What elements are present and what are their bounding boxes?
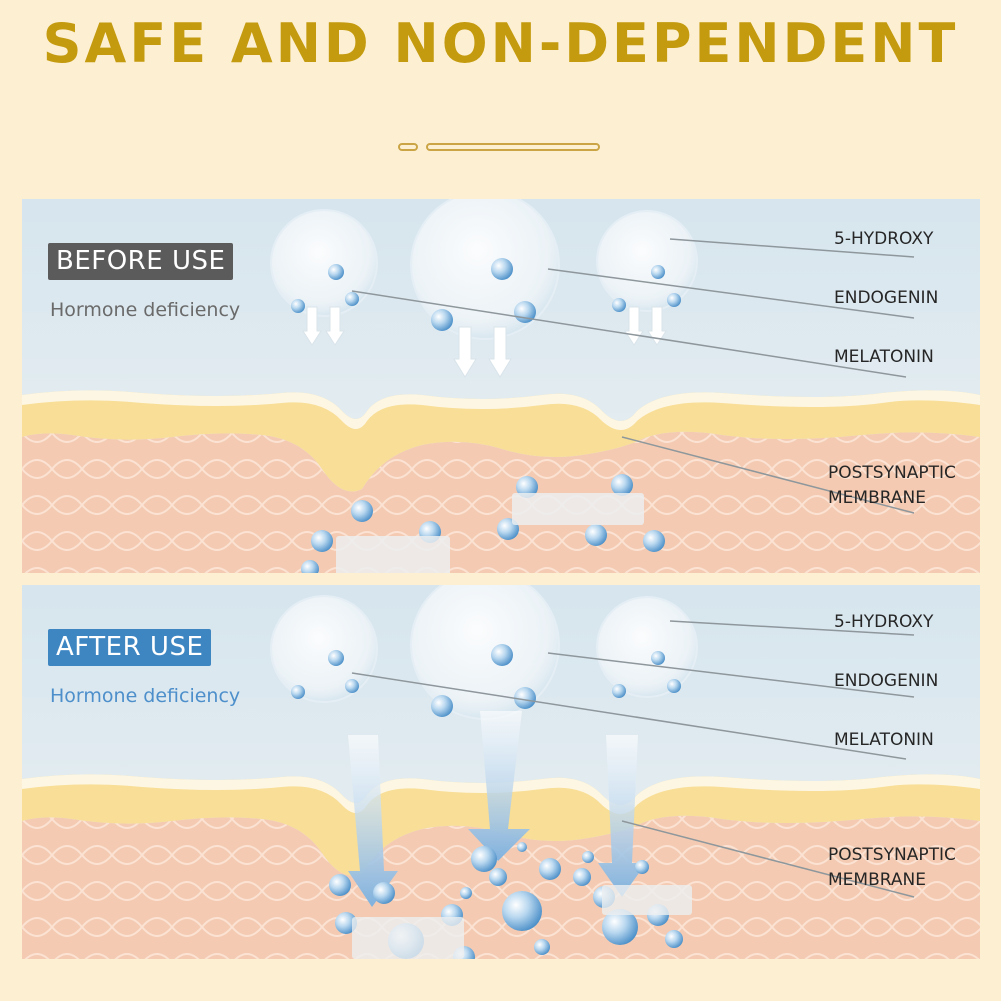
- vesicle-right: [596, 210, 698, 312]
- title-divider-dot: [398, 143, 418, 151]
- vesicle-left: [270, 595, 378, 703]
- label-melatonin: MELATONIN: [834, 347, 934, 367]
- label-endogenin: ENDOGENIN: [834, 671, 939, 691]
- before-use-subtitle: Hormone deficiency: [50, 299, 241, 321]
- vesicle-center: [410, 585, 560, 720]
- membrane-highlight: [22, 774, 980, 814]
- release-arrows: [302, 306, 667, 378]
- vesicle-left: [270, 209, 378, 317]
- label-leader-lines: [351, 238, 915, 514]
- before-use-badge: BEFORE USE: [48, 243, 234, 280]
- receptor-sites: [336, 493, 644, 573]
- label-membrane: MEMBRANE: [828, 870, 926, 890]
- after-use-panel: AFTER USE Hormone deficiency 5-HYDROXY E…: [22, 585, 980, 959]
- vesicle-right: [596, 596, 698, 698]
- label-membrane: MEMBRANE: [828, 488, 926, 508]
- label-5-hydroxy: 5-HYDROXY: [834, 229, 934, 249]
- receptor-sites: [352, 885, 692, 959]
- page-title: SAFE AND NON-DEPENDENT: [42, 12, 959, 75]
- label-leader-lines: [351, 620, 915, 898]
- after-use-subtitle: Hormone deficiency: [50, 685, 241, 707]
- title-divider-bar: [426, 143, 600, 151]
- release-beams: [348, 711, 646, 907]
- before-use-panel: BEFORE USE Hormone deficiency 5-HYDROXY …: [22, 199, 980, 573]
- label-melatonin: MELATONIN: [834, 730, 934, 750]
- label-endogenin: ENDOGENIN: [834, 288, 939, 308]
- label-5-hydroxy: 5-HYDROXY: [834, 612, 934, 632]
- neurotransmitter-molecules: [291, 258, 681, 573]
- membrane-highlight: [22, 390, 980, 430]
- postsynaptic-membrane: [22, 390, 980, 492]
- label-postsynaptic: POSTSYNAPTIC: [828, 845, 956, 865]
- after-use-badge: AFTER USE: [48, 629, 212, 666]
- after-use-diagram: [22, 585, 980, 959]
- before-use-diagram: [22, 199, 980, 573]
- label-postsynaptic: POSTSYNAPTIC: [828, 463, 956, 483]
